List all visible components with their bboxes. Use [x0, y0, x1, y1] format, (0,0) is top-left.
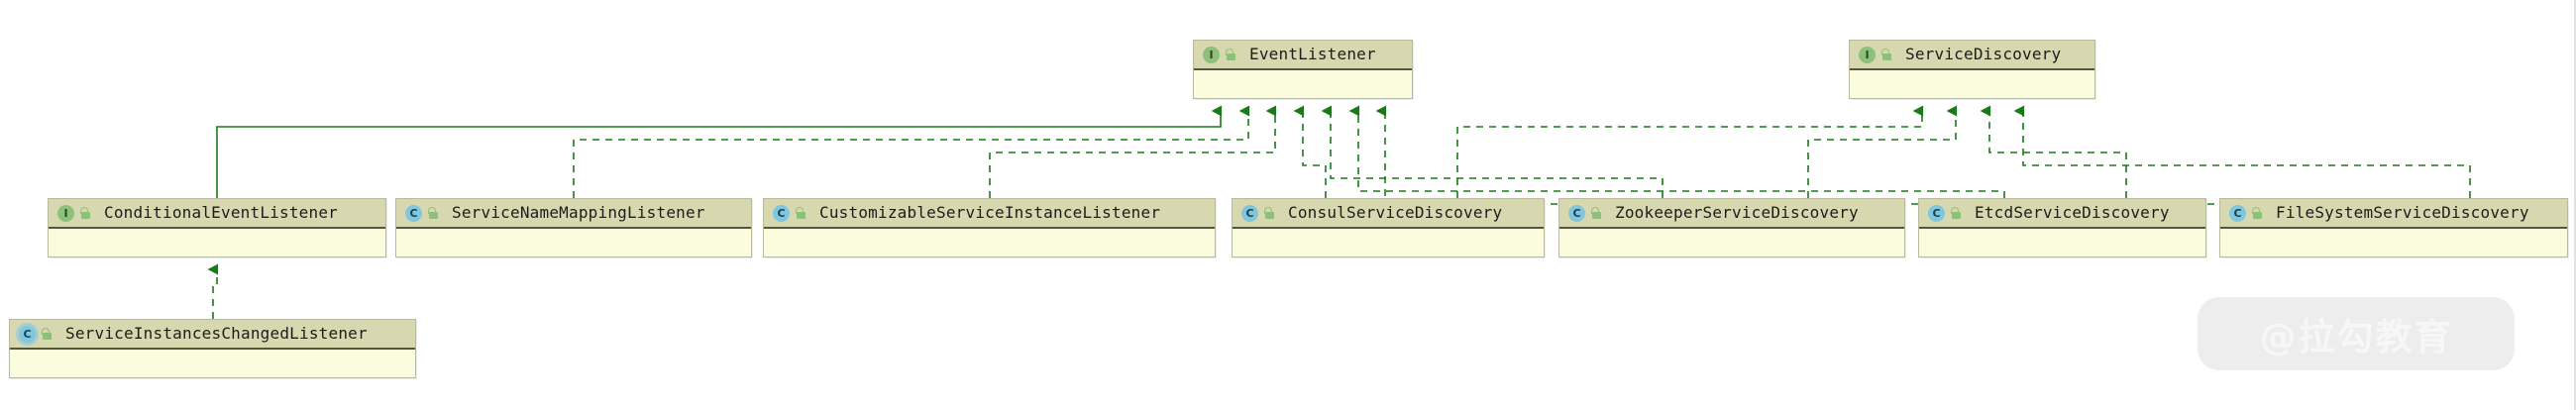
lock-icon	[2251, 206, 2263, 220]
class-icon: C	[773, 204, 790, 222]
node-title: ServiceInstancesChangedListener	[65, 324, 368, 343]
lock-icon	[79, 206, 91, 220]
node-members-compartment	[764, 229, 1215, 256]
lock-icon	[1880, 48, 1892, 61]
class-icon: C	[1568, 204, 1585, 222]
node-members-compartment	[2220, 229, 2567, 256]
node-header[interactable]: C ZookeeperServiceDiscovery	[1559, 199, 1904, 229]
node-header[interactable]: I ServiceDiscovery	[1850, 41, 2094, 70]
uml-node-FileSystemServiceDiscovery[interactable]: C FileSystemServiceDiscovery	[2219, 198, 2568, 257]
node-members-compartment	[1850, 70, 2094, 98]
node-title: ConditionalEventListener	[104, 203, 338, 222]
node-title: ZookeeperServiceDiscovery	[1615, 203, 1859, 222]
node-header[interactable]: I EventListener	[1194, 41, 1412, 70]
class-icon: C	[19, 325, 36, 343]
edge-ZookeeperServiceDiscovery-to-ServiceDiscovery	[1807, 105, 1958, 198]
uml-node-ServiceDiscovery[interactable]: I ServiceDiscovery	[1849, 40, 2095, 99]
edge-ZookeeperServiceDiscovery-to-EventListener	[1321, 105, 1664, 198]
edge-ConditionalEventListener-to-EventListener	[216, 105, 1223, 198]
class-icon: C	[405, 204, 422, 222]
node-members-compartment	[396, 229, 751, 256]
node-title: EventListener	[1249, 45, 1376, 63]
uml-node-ZookeeperServiceDiscovery[interactable]: C ZookeeperServiceDiscovery	[1558, 198, 1905, 257]
node-header[interactable]: C ServiceInstancesChangedListener	[10, 320, 415, 350]
node-header[interactable]: C ConsulServiceDiscovery	[1233, 199, 1544, 229]
lock-icon	[1263, 206, 1275, 220]
watermark: @拉勾教育	[2198, 297, 2515, 370]
lock-icon	[1950, 206, 1962, 220]
lock-icon	[1225, 48, 1236, 61]
lock-icon	[1590, 206, 1602, 220]
node-header[interactable]: C CustomizableServiceInstanceListener	[764, 199, 1215, 229]
node-title: EtcdServiceDiscovery	[1975, 203, 2170, 222]
node-title: ServiceDiscovery	[1905, 45, 2062, 63]
watermark-text: @拉勾教育	[2259, 316, 2453, 359]
class-icon: C	[2229, 204, 2246, 222]
node-header[interactable]: I ConditionalEventListener	[49, 199, 385, 229]
node-header[interactable]: C EtcdServiceDiscovery	[1919, 199, 2205, 229]
node-title: FileSystemServiceDiscovery	[2276, 203, 2529, 222]
node-title: CustomizableServiceInstanceListener	[819, 203, 1161, 222]
node-members-compartment	[10, 350, 415, 377]
uml-node-EventListener[interactable]: I EventListener	[1193, 40, 1413, 99]
edge-FileSystemServiceDiscovery-to-EventListener	[1375, 105, 2325, 205]
interface-icon: I	[57, 204, 74, 222]
edge-ServiceNameMappingListener-to-EventListener	[573, 105, 1250, 198]
edge-ConsulServiceDiscovery-to-EventListener	[1293, 105, 1327, 198]
edge-FileSystemServiceDiscovery-to-ServiceDiscovery	[2013, 105, 2471, 198]
node-title: ServiceNameMappingListener	[452, 203, 705, 222]
class-icon: C	[1928, 204, 1945, 222]
edge-ConsulServiceDiscovery-to-ServiceDiscovery	[1456, 105, 1924, 198]
interface-icon: I	[1203, 46, 1220, 63]
node-members-compartment	[1194, 70, 1412, 98]
lock-icon	[41, 327, 53, 341]
node-members-compartment	[1559, 229, 1904, 256]
edge-EtcdServiceDiscovery-to-EventListener	[1348, 105, 2005, 198]
edge-EtcdServiceDiscovery-to-ServiceDiscovery	[1980, 105, 2127, 198]
uml-node-ConsulServiceDiscovery[interactable]: C ConsulServiceDiscovery	[1232, 198, 1545, 257]
edge-ServiceInstancesChangedListener-to-ConditionalEventListener	[207, 263, 219, 319]
node-header[interactable]: C ServiceNameMappingListener	[396, 199, 751, 229]
uml-node-ServiceInstancesChangedListener[interactable]: C ServiceInstancesChangedListener	[9, 319, 416, 378]
lock-icon	[795, 206, 806, 220]
node-title: ConsulServiceDiscovery	[1288, 203, 1503, 222]
uml-node-CustomizableServiceInstanceListener[interactable]: C CustomizableServiceInstanceListener	[763, 198, 1216, 257]
uml-node-ServiceNameMappingListener[interactable]: C ServiceNameMappingListener	[395, 198, 752, 257]
lock-icon	[427, 206, 439, 220]
node-members-compartment	[49, 229, 385, 256]
class-icon: C	[1241, 204, 1258, 222]
uml-node-EtcdServiceDiscovery[interactable]: C EtcdServiceDiscovery	[1918, 198, 2206, 257]
node-members-compartment	[1233, 229, 1544, 256]
uml-node-ConditionalEventListener[interactable]: I ConditionalEventListener	[48, 198, 386, 257]
node-header[interactable]: C FileSystemServiceDiscovery	[2220, 199, 2567, 229]
right-edge-border	[2574, 0, 2576, 410]
interface-icon: I	[1859, 46, 1876, 63]
node-members-compartment	[1919, 229, 2205, 256]
edge-CustomizableServiceInstanceListener-to-EventListener	[989, 105, 1277, 198]
